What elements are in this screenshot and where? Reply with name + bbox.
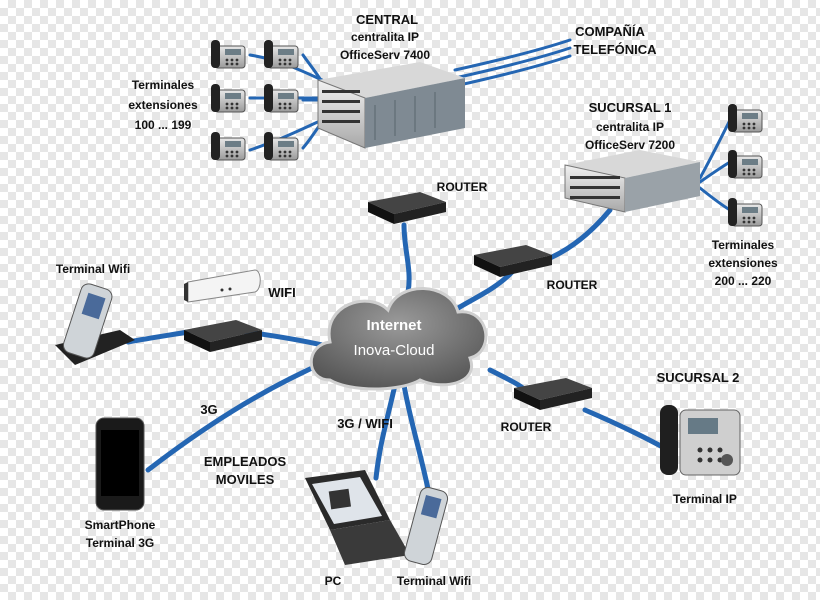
terminal-wifi-top-label: Terminal Wifi xyxy=(55,262,131,276)
pc-label: PC xyxy=(324,574,342,588)
router-label-bottom: ROUTER xyxy=(500,420,552,434)
empleados-line2: MOVILES xyxy=(215,472,275,487)
sucursal1-pbx-icon xyxy=(564,150,700,213)
cloud-icon xyxy=(309,287,488,391)
desk-phone-icon xyxy=(727,103,763,227)
terminal-wifi-bottom-label: Terminal Wifi xyxy=(396,574,472,588)
compania-line1: COMPAÑÍA xyxy=(575,24,645,39)
smartphone-line1: SmartPhone xyxy=(84,518,156,532)
terminales-right-line2: extensiones xyxy=(708,256,778,270)
wifi-access-point-icon xyxy=(184,269,261,303)
empleados-line1: EMPLEADOS xyxy=(203,454,287,469)
cloud-subtitle: Inova-Cloud xyxy=(354,342,435,359)
terminales-left-line2: extensiones xyxy=(128,98,198,112)
laptop-icon xyxy=(305,470,410,565)
central-line1: centralita IP xyxy=(350,30,420,44)
desk-phone-icon xyxy=(210,39,299,161)
terminal-ip-label: Terminal IP xyxy=(673,492,737,506)
wifi-handset-icon xyxy=(403,486,449,566)
central-title: CENTRAL xyxy=(355,12,419,27)
router-label-right: ROUTER xyxy=(546,278,598,292)
compania-line2: TELEFÓNICA xyxy=(573,42,657,57)
smartphone-line2: Terminal 3G xyxy=(85,536,155,550)
central-pbx-icon xyxy=(317,62,465,149)
sucursal2-title: SUCURSAL 2 xyxy=(656,370,740,385)
ip-phone-icon xyxy=(660,405,741,476)
wifi-handset-icon xyxy=(55,283,135,365)
cloud-title: Internet xyxy=(366,317,421,334)
sucursal1-line2: OfficeServ 7200 xyxy=(584,138,676,152)
sucursal1-title: SUCURSAL 1 xyxy=(588,100,672,115)
wifi-label: WIFI xyxy=(268,285,296,300)
label-3g: 3G xyxy=(200,402,218,417)
smartphone-icon xyxy=(95,417,145,511)
label-3g-wifi: 3G / WIFI xyxy=(337,416,393,431)
router-label-top: ROUTER xyxy=(436,180,488,194)
terminales-right-line3: 200 ... 220 xyxy=(714,274,772,288)
sucursal1-line1: centralita IP xyxy=(595,120,665,134)
central-line2: OfficeServ 7400 xyxy=(339,48,431,62)
terminales-left-line1: Terminales xyxy=(131,78,195,92)
terminales-left-line3: 100 ... 199 xyxy=(134,118,192,132)
terminales-right-line1: Terminales xyxy=(711,238,775,252)
